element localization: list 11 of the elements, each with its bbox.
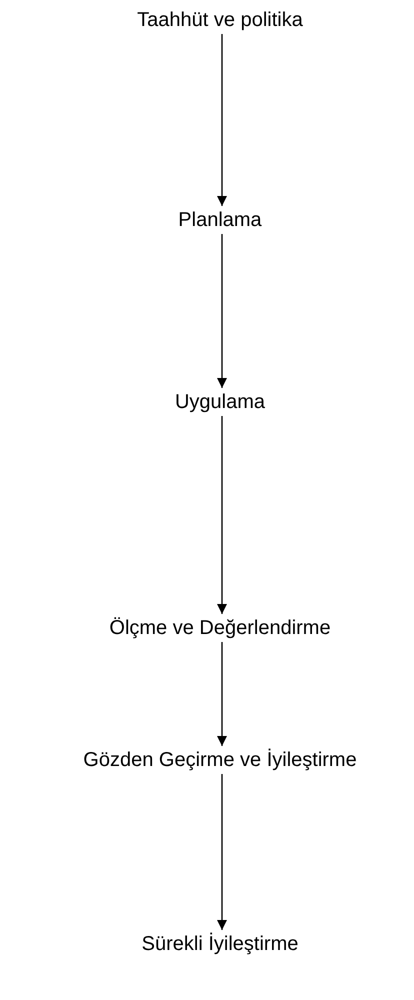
arrow bbox=[217, 416, 227, 614]
arrow bbox=[217, 774, 227, 930]
arrow bbox=[217, 234, 227, 388]
step-label: Gözden Geçirme ve İyileştirme bbox=[83, 748, 357, 772]
step-label: Sürekli İyileştirme bbox=[142, 932, 298, 956]
step-label: Ölçme ve Değerlendirme bbox=[109, 616, 331, 640]
arrow bbox=[217, 34, 227, 206]
arrow bbox=[217, 642, 227, 746]
step-label: Taahhüt ve politika bbox=[137, 8, 303, 32]
step-label: Uygulama bbox=[174, 390, 266, 414]
step-label: Planlama bbox=[178, 208, 262, 232]
